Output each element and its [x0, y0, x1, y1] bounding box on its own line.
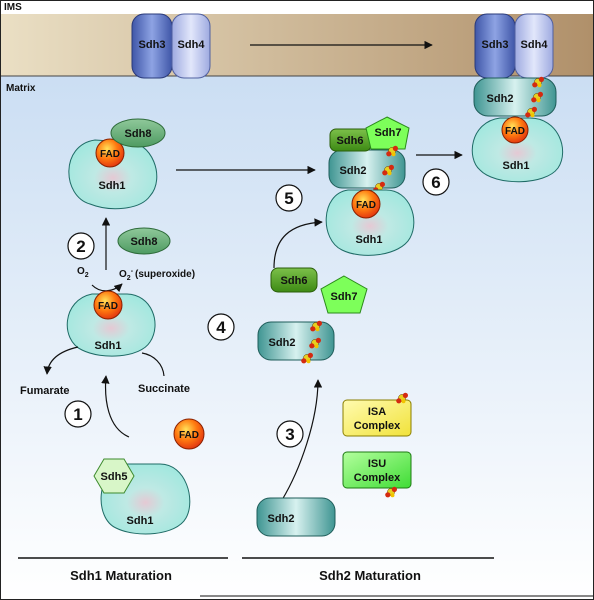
isa-label-line1: ISA: [368, 406, 386, 418]
isa-complex: [342, 399, 412, 437]
fad-cofactor: [501, 116, 529, 144]
sdh2-subunit: [257, 321, 335, 361]
fumarate-arrow: [43, 346, 79, 375]
step-3-marker: [276, 420, 304, 448]
membrane-anchor-left: Sdh3 Sdh4: [131, 13, 211, 79]
fad-cofactor: [351, 189, 381, 219]
sdh1-label: Sdh1: [99, 180, 126, 192]
sdh7-label: Sdh7: [375, 127, 402, 139]
o2-label: O2: [77, 266, 89, 279]
sdh3-label: Sdh3: [139, 39, 166, 51]
sdh5-label: Sdh5: [101, 471, 128, 483]
ims-label: IMS: [4, 2, 22, 13]
isa-label-line2: Complex: [354, 420, 401, 432]
sdh2-maturation-caption: Sdh2 Maturation: [319, 568, 421, 583]
sdh1-label: Sdh1: [127, 515, 154, 527]
fad-cofactor: [93, 290, 123, 320]
sdh5-subunit: [93, 458, 135, 494]
isu-complex: [342, 451, 412, 489]
step-6-marker: [422, 168, 450, 196]
sdh6-subunit: [270, 267, 318, 293]
sdh1-fad-intermediate: FAD Sdh1: [66, 290, 156, 357]
step-5-label: 5: [284, 189, 293, 208]
isu-label-line1: ISU: [368, 458, 386, 470]
succinate-label: Succinate: [138, 383, 190, 395]
sdh2-label: Sdh2: [269, 337, 296, 349]
sdh2-subunit: [473, 77, 557, 117]
step-4-label: 4: [216, 318, 226, 337]
sdh4-label: Sdh4: [178, 39, 206, 51]
fad-cofactor: [173, 418, 205, 450]
arrow-step5: [273, 218, 323, 269]
sdh4-label: Sdh4: [521, 39, 549, 51]
step-3-label: 3: [285, 425, 294, 444]
sdh8-subunit: [110, 118, 166, 148]
sdh8-label: Sdh8: [131, 236, 158, 248]
sdh1-label: Sdh1: [356, 234, 383, 246]
fad-label: FAD: [100, 149, 120, 160]
step-1-marker: [64, 400, 92, 428]
fad-label: FAD: [98, 301, 118, 312]
sdh8-label: Sdh8: [125, 128, 152, 140]
matrix-label: Matrix: [6, 83, 36, 94]
arrow-step3: [281, 379, 323, 501]
step-2-label: 2: [76, 237, 85, 256]
superoxide-label: O2-(superoxide): [119, 268, 195, 282]
sdh3-label: Sdh3: [482, 39, 509, 51]
sdh1-subunit: [68, 139, 158, 210]
fad-cofactor: [95, 138, 125, 168]
sdh1-subunit: [325, 189, 415, 256]
step-2-marker: [67, 232, 95, 260]
sdh1-label: Sdh1: [95, 340, 122, 352]
assembled-complex: Sdh2 FAD Sdh1: [471, 76, 564, 183]
sdh1-sdh5-complex: Sdh5 Sdh1: [93, 458, 191, 535]
fad-label: FAD: [505, 126, 525, 137]
sdh2-label: Sdh2: [340, 165, 367, 177]
isu-label-line2: Complex: [354, 472, 401, 484]
step-5-marker: [275, 184, 303, 212]
sdh2-subunit: [256, 497, 336, 537]
sdh1-maturation-caption: Sdh1 Maturation: [70, 568, 172, 583]
succinate-arrow: [141, 352, 165, 377]
sdh7-subunit: [365, 116, 410, 150]
sdh7-label: Sdh7: [331, 291, 358, 303]
membrane-anchor-right: Sdh3 Sdh4: [474, 13, 554, 79]
sdh1-label: Sdh1: [503, 160, 530, 172]
fad-label: FAD: [179, 430, 199, 441]
sdh1-sdh8-complex: FAD Sdh8 Sdh1: [68, 118, 166, 210]
sdh1-sdh2-intermediate: Sdh2 Sdh6 Sdh7 FAD Sdh1: [325, 116, 415, 256]
sdh1-subunit: [471, 117, 564, 183]
step-1-label: 1: [73, 405, 82, 424]
step-6-label: 6: [431, 173, 440, 192]
sdh6-label: Sdh6: [337, 135, 364, 147]
sdh7-subunit: [320, 275, 368, 314]
sdh1-subunit: [66, 293, 156, 357]
arrow-step1: [101, 375, 130, 438]
step-4-marker: [207, 313, 235, 341]
sdh4-subunit: [171, 13, 211, 79]
fad-label: FAD: [356, 200, 376, 211]
sdh2-label: Sdh2: [268, 513, 295, 525]
sdh6-label: Sdh6: [281, 275, 308, 287]
sdh8-subunit: [117, 227, 171, 255]
sdh2-label: Sdh2: [487, 93, 514, 105]
fumarate-label: Fumarate: [20, 385, 70, 397]
